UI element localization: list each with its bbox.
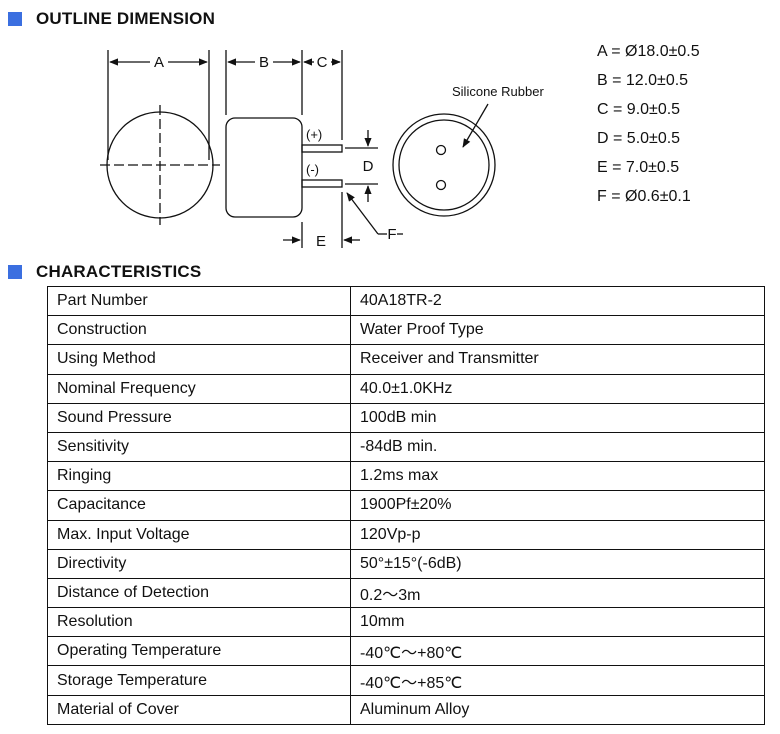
section-square-icon (8, 265, 22, 279)
dimension-d: D = 5.0±0.5 (597, 130, 681, 147)
dimension-c: C = 9.0±0.5 (597, 101, 681, 118)
row-key: Max. Input Voltage (47, 519, 351, 550)
row-key: Sound Pressure (47, 402, 351, 433)
row-value: 1900Pf±20% (350, 490, 765, 521)
row-key: Directivity (47, 548, 351, 579)
row-key: Capacitance (47, 490, 351, 521)
row-value: 40.0±1.0KHz (350, 373, 765, 404)
dimension-e: E = 7.0±0.5 (597, 159, 680, 176)
dimension-b: B = 12.0±0.5 (597, 72, 689, 89)
row-value: Water Proof Type (350, 315, 765, 346)
outline-section-header: OUTLINE DIMENSION (8, 9, 215, 29)
section-square-icon (8, 12, 22, 26)
row-key: Ringing (47, 461, 351, 492)
row-key: Nominal Frequency (47, 373, 351, 404)
row-key: Part Number (47, 285, 351, 317)
row-value: 40A18TR-2 (350, 285, 765, 317)
dim-label-a: A (154, 54, 164, 71)
row-key: Using Method (47, 344, 351, 375)
back-view: Silicone Rubber (392, 84, 544, 217)
row-key: Resolution (47, 607, 351, 638)
dimension-a: A = Ø18.0±0.5 (597, 43, 700, 60)
row-value: -84dB min. (350, 431, 765, 463)
row-value: 0.2～3m (350, 577, 765, 609)
table-row: Operating Temperature-40℃～+80℃ (47, 636, 765, 667)
row-value: Aluminum Alloy (350, 694, 765, 725)
table-row: Storage Temperature-40℃～+85℃ (47, 665, 765, 696)
dim-label-b: B (259, 54, 269, 71)
outline-drawing: A B C (+) (-) D E F (100, 50, 544, 250)
dim-label-d: D (363, 158, 374, 175)
dim-label-f: F (387, 226, 396, 243)
silicone-rubber-label: Silicone Rubber (452, 84, 544, 99)
row-value: -40℃～+80℃ (350, 636, 765, 667)
outline-section-title: OUTLINE DIMENSION (36, 9, 216, 28)
row-key: Operating Temperature (47, 636, 351, 667)
dimension-list: A = Ø18.0±0.5 B = 12.0±0.5 C = 9.0±0.5 D… (597, 37, 700, 211)
row-value: 10mm (350, 607, 765, 638)
dim-label-e: E (316, 233, 326, 250)
row-value: Receiver and Transmitter (350, 344, 765, 375)
row-value: 100dB min (350, 402, 765, 433)
row-value: 1.2ms max (350, 461, 765, 492)
row-value: 50°±15°(-6dB) (350, 548, 765, 579)
pin-plus-label: (+) (306, 127, 322, 142)
row-key: Material of Cover (47, 694, 351, 725)
row-key: Distance of Detection (47, 577, 351, 609)
row-key: Construction (47, 315, 351, 346)
side-view: B C (+) (-) D E F (225, 50, 403, 250)
row-value: -40℃～+85℃ (350, 665, 765, 696)
characteristics-section-header: CHARACTERISTICS (8, 262, 201, 282)
dimension-f: F = Ø0.6±0.1 (597, 188, 691, 205)
characteristics-section-title: CHARACTERISTICS (36, 262, 202, 281)
table-row: Sensitivity-84dB min. (47, 431, 765, 463)
row-key: Sensitivity (47, 431, 351, 463)
dim-label-c: C (317, 54, 328, 71)
row-value: 120Vp-p (350, 519, 765, 550)
front-view: A (100, 50, 220, 225)
pin-minus-label: (-) (306, 162, 319, 177)
row-key: Storage Temperature (47, 665, 351, 696)
